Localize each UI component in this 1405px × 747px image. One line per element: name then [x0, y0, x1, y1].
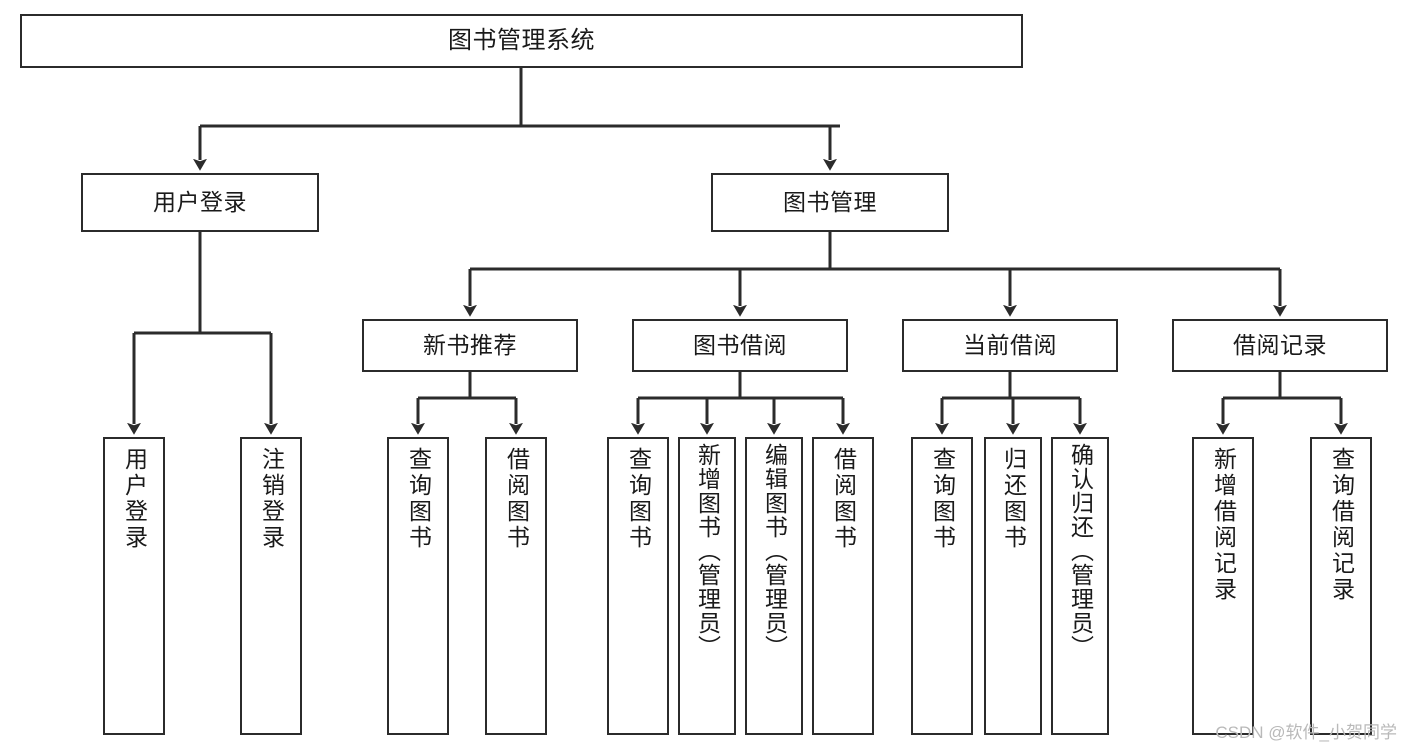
leaf-query-book-2[interactable]: 查询图书: [607, 437, 669, 735]
node-book-borrow-label: 图书借阅: [693, 332, 787, 359]
leaf-query-record[interactable]: 查询借阅记录: [1310, 437, 1372, 735]
node-user-login[interactable]: 用户登录: [81, 173, 319, 232]
leaf-return-book-label: 归还图书: [1000, 447, 1027, 551]
leaf-edit-book[interactable]: 编辑图书（管理员）: [745, 437, 803, 735]
node-current-borrow[interactable]: 当前借阅: [902, 319, 1118, 372]
leaf-add-record-label: 新增借阅记录: [1210, 447, 1237, 603]
leaf-borrow-book-2-label: 借阅图书: [830, 447, 857, 551]
node-book-borrow[interactable]: 图书借阅: [632, 319, 848, 372]
leaf-logout[interactable]: 注销登录: [240, 437, 302, 735]
leaf-query-book-3-label: 查询图书: [929, 447, 956, 551]
leaf-return-book[interactable]: 归还图书: [984, 437, 1042, 735]
leaf-query-book-1-label: 查询图书: [405, 447, 432, 551]
leaf-user-login[interactable]: 用户登录: [103, 437, 165, 735]
node-user-login-label: 用户登录: [153, 189, 247, 216]
node-root-system[interactable]: 图书管理系统: [20, 14, 1023, 68]
leaf-add-book[interactable]: 新增图书（管理员）: [678, 437, 736, 735]
leaf-borrow-book-1-label: 借阅图书: [503, 447, 530, 551]
node-book-manage[interactable]: 图书管理: [711, 173, 949, 232]
csdn-watermark: CSDN @软件_小贺同学: [1215, 723, 1397, 742]
leaf-confirm-return-label: 确认归还（管理员）: [1067, 443, 1094, 659]
node-new-book-rec-label: 新书推荐: [423, 332, 517, 359]
leaf-add-book-label: 新增图书（管理员）: [694, 443, 721, 659]
node-book-manage-label: 图书管理: [783, 189, 877, 216]
node-new-book-rec[interactable]: 新书推荐: [362, 319, 578, 372]
leaf-add-record[interactable]: 新增借阅记录: [1192, 437, 1254, 735]
node-root-label: 图书管理系统: [448, 27, 595, 55]
leaf-confirm-return[interactable]: 确认归还（管理员）: [1051, 437, 1109, 735]
leaf-query-book-3[interactable]: 查询图书: [911, 437, 973, 735]
node-borrow-record-label: 借阅记录: [1233, 332, 1327, 359]
leaf-user-login-label: 用户登录: [121, 447, 148, 551]
node-current-borrow-label: 当前借阅: [963, 332, 1057, 359]
leaf-borrow-book-2[interactable]: 借阅图书: [812, 437, 874, 735]
leaf-borrow-book-1[interactable]: 借阅图书: [485, 437, 547, 735]
leaf-query-book-2-label: 查询图书: [625, 447, 652, 551]
leaf-query-record-label: 查询借阅记录: [1328, 447, 1355, 603]
leaf-edit-book-label: 编辑图书（管理员）: [761, 443, 788, 659]
leaf-logout-label: 注销登录: [258, 447, 285, 551]
leaf-query-book-1[interactable]: 查询图书: [387, 437, 449, 735]
node-borrow-record[interactable]: 借阅记录: [1172, 319, 1388, 372]
